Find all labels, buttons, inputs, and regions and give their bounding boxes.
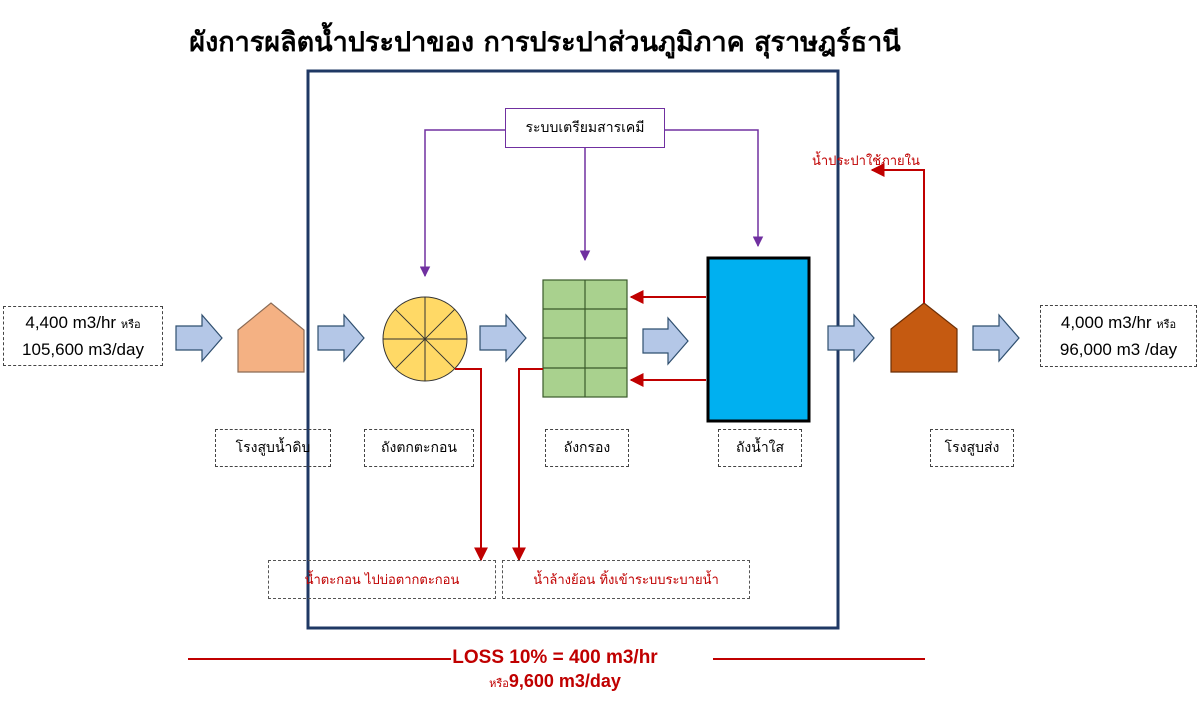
filter-tank-icon <box>542 279 628 398</box>
sedimentation-tank-label: ถังตกตะกอน <box>364 429 474 467</box>
flow-arrow-4 <box>642 316 689 366</box>
sludge-waste-box: น้ำตะกอน ไปบ่อตากตะกอน <box>268 560 496 599</box>
flow-arrow-2 <box>317 313 365 363</box>
internal-use-arrow <box>870 163 925 303</box>
clear-water-tank-label: ถังน้ำใส <box>718 429 802 467</box>
diagram-title: ผังการผลิตน้ำประปาของ การประปาส่วนภูมิภา… <box>189 27 901 58</box>
distribution-pump-station-label: โรงสูบส่ง <box>930 429 1014 467</box>
distribution-pump-station-icon <box>890 302 958 373</box>
sedimentation-tank-icon <box>382 296 468 382</box>
outflow-box: 4,000 m3/hr หรือ 96,000 m3 /day <box>1040 305 1197 367</box>
outflow-line2: 96,000 m3 /day <box>1059 340 1178 359</box>
chemical-system-label: ระบบเตรียมสารเคมี <box>525 120 645 136</box>
flow-arrow-6 <box>972 313 1020 363</box>
raw-pump-station-icon <box>237 302 305 373</box>
backwash-discharge-line <box>512 368 543 562</box>
internal-use-label: น้ำประปาใช้ภายใน <box>812 154 920 169</box>
outflow-line1: 4,000 m3/hr หรือ <box>1060 313 1177 332</box>
sludge-discharge-line <box>455 368 488 562</box>
flow-arrow-5 <box>827 313 875 363</box>
filter-tank-label: ถังกรอง <box>545 429 629 467</box>
inflow-line1: 4,400 m3/hr หรือ <box>25 313 141 332</box>
chemical-dosing-lines <box>419 129 764 278</box>
backwash-supply-arrows <box>629 290 706 387</box>
flow-arrows <box>175 313 1020 366</box>
sludge-waste-label: น้ำตะกอน ไปบ่อตากตะกอน <box>304 573 460 588</box>
flow-arrow-1 <box>175 313 223 363</box>
loss-line2: หรือ9,600 m3/day <box>489 671 621 691</box>
inflow-line2: 105,600 m3/day <box>22 340 144 359</box>
raw-pump-station-label: โรงสูบน้ำดิบ <box>215 429 331 467</box>
chemical-system-box: ระบบเตรียมสารเคมี <box>505 108 665 148</box>
flow-arrow-3 <box>479 313 527 363</box>
loss-line1: LOSS 10% = 400 m3/hr <box>452 647 658 668</box>
backwash-waste-label: น้ำล้างย้อน ทิ้งเข้าระบบระบายน้ำ <box>533 573 719 588</box>
backwash-waste-box: น้ำล้างย้อน ทิ้งเข้าระบบระบายน้ำ <box>502 560 750 599</box>
inflow-box: 4,400 m3/hr หรือ 105,600 m3/day <box>3 306 163 366</box>
clear-water-tank-icon <box>706 256 811 423</box>
